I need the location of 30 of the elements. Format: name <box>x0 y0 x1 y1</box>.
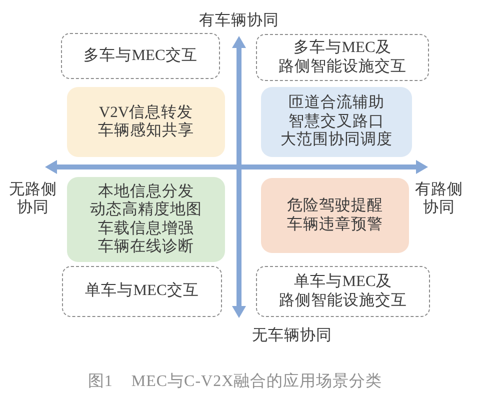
scenario-text: 智慧交叉路口 <box>288 112 384 131</box>
axis-label: 无车辆协同 <box>252 327 332 345</box>
scenario-text: V2V信息转发 <box>98 104 194 122</box>
scenario-panel <box>67 177 225 262</box>
category-text: 多车与MEC及 <box>294 39 392 58</box>
scenario-text: 车载信息增强 <box>98 220 194 238</box>
category-box <box>256 266 430 317</box>
scenario-text: 匝道合流辅助 <box>288 94 384 113</box>
scenario-panel <box>67 87 225 157</box>
scenario-text: 本地信息分发 <box>98 182 194 201</box>
axis-label: 无路侧协同 <box>8 181 58 217</box>
category-box <box>61 33 220 79</box>
category-text: 单车与MEC及 <box>294 273 392 292</box>
axis-label: 有车辆协同 <box>199 12 279 30</box>
category-text: 路侧智能设施交互 <box>279 292 407 310</box>
scenario-text: 车辆在线诊断 <box>98 238 194 256</box>
axis-label: 有路侧协同 <box>414 181 464 217</box>
scenario-panel <box>261 178 409 253</box>
category-text: 路侧智能设施交互 <box>278 58 406 76</box>
scenario-text: 动态高精度地图 <box>90 201 202 220</box>
scenario-text: 车辆违章预警 <box>287 216 383 234</box>
scenario-text: 大范围协同调度 <box>280 131 392 150</box>
figure-caption: 图1 MEC与C-V2X融合的应用场景分类 <box>88 372 382 392</box>
category-box <box>62 266 222 317</box>
scenario-panel <box>261 87 412 157</box>
scenario-text: 车辆感知共享 <box>98 122 194 140</box>
category-text: 单车与MEC交互 <box>85 282 199 301</box>
scenario-text: 危险驾驶提醒 <box>287 197 383 216</box>
category-text: 多车与MEC交互 <box>84 46 198 66</box>
category-box <box>256 34 429 81</box>
